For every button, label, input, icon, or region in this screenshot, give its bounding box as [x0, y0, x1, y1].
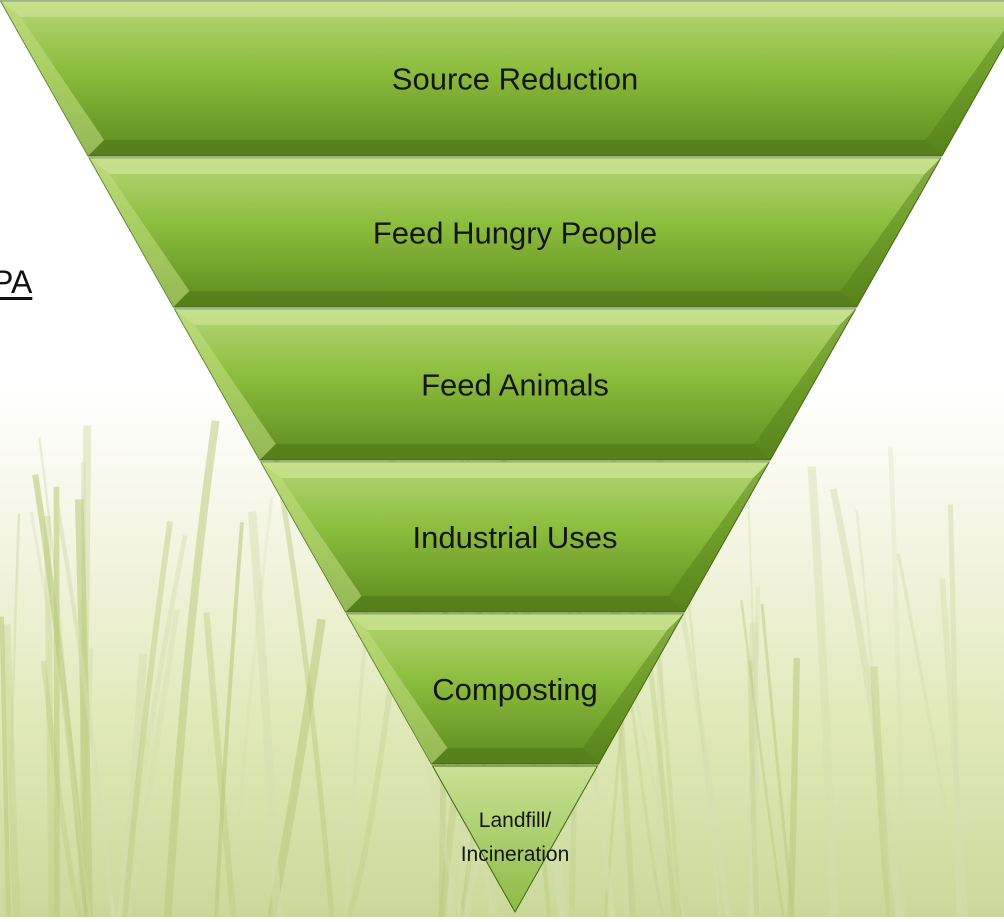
tier-label: Industrial Uses	[412, 520, 617, 555]
tier-bevel-bottom	[173, 291, 856, 307]
tier-bevel-top	[174, 309, 855, 325]
tier-2: Feed Hungry People	[89, 158, 941, 307]
tier-label: Feed Hungry People	[373, 215, 657, 250]
side-link-text[interactable]: PA	[0, 266, 32, 298]
tier-label: Feed Animals	[421, 367, 609, 402]
tier-bevel-bottom	[431, 748, 598, 764]
tier-bevel-top	[89, 158, 941, 174]
tier-label: Landfill/	[479, 809, 552, 832]
tier-label: Composting	[432, 672, 597, 707]
tier-4: Industrial Uses	[261, 462, 769, 612]
tier-bevel-top	[1, 1, 1004, 17]
tier-3: Feed Animals	[174, 309, 855, 460]
tier-bevel-top	[261, 462, 769, 478]
tier-label: Incineration	[461, 843, 570, 866]
tier-bevel-top	[347, 614, 684, 630]
tier-bevel-bottom	[346, 596, 685, 612]
tier-bevel-bottom	[260, 444, 770, 460]
grass-blade	[57, 487, 58, 917]
tier-label: Source Reduction	[392, 61, 638, 96]
tier-bevel-bottom	[88, 140, 942, 156]
tier-1: Source Reduction	[1, 1, 1004, 156]
